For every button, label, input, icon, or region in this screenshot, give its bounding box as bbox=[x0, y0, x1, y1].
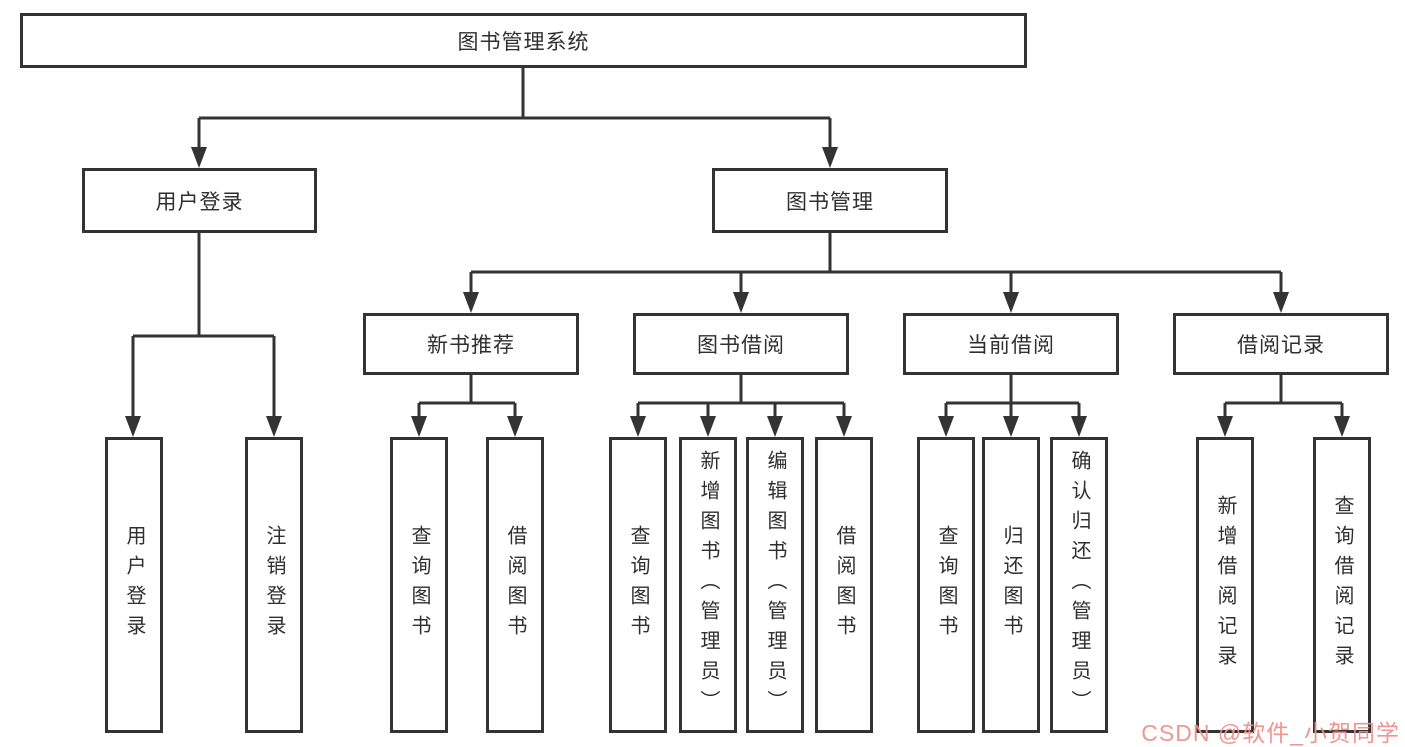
leaf-user-login: 用户登录 bbox=[105, 437, 163, 733]
node-label: 借阅记录 bbox=[1237, 334, 1325, 357]
node-user-login: 用户登录 bbox=[82, 168, 317, 233]
leaf-add-borrow-record: 新增借阅记录 bbox=[1196, 437, 1254, 733]
node-book-management: 图书管理 bbox=[712, 168, 948, 233]
node-label: 查询借阅记录 bbox=[1331, 495, 1353, 675]
node-label: 借阅图书 bbox=[504, 525, 526, 645]
node-label: 查询图书 bbox=[408, 525, 430, 645]
node-borrowing-records: 借阅记录 bbox=[1173, 313, 1389, 375]
node-label: 注销登录 bbox=[263, 525, 285, 645]
node-label: 查询图书 bbox=[627, 525, 649, 645]
leaf-confirm-return-admin: 确认归还（管理员） bbox=[1050, 437, 1108, 733]
node-label: 当前借阅 bbox=[967, 334, 1055, 357]
node-label: 新增图书（管理员） bbox=[697, 450, 719, 720]
node-library-management-system: 图书管理系统 bbox=[20, 13, 1027, 68]
leaf-query-book-borrowing: 查询图书 bbox=[609, 437, 667, 733]
node-label: 用户登录 bbox=[123, 525, 145, 645]
node-label: 归还图书 bbox=[1000, 525, 1022, 645]
node-label: 图书借阅 bbox=[697, 334, 785, 357]
node-label: 图书管理 bbox=[786, 190, 874, 214]
node-new-book-recommend: 新书推荐 bbox=[363, 313, 579, 375]
leaf-query-book-current: 查询图书 bbox=[917, 437, 975, 733]
node-label: 借阅图书 bbox=[833, 525, 855, 645]
node-label: 图书管理系统 bbox=[457, 30, 590, 54]
node-label: 新增借阅记录 bbox=[1214, 495, 1236, 675]
leaf-query-book-recommend: 查询图书 bbox=[390, 437, 448, 733]
leaf-add-book-admin: 新增图书（管理员） bbox=[679, 437, 737, 733]
arrowhead-icons bbox=[125, 147, 1350, 437]
leaf-edit-book-admin: 编辑图书（管理员） bbox=[746, 437, 804, 733]
node-label: 编辑图书（管理员） bbox=[764, 450, 786, 720]
node-label: 查询图书 bbox=[935, 525, 957, 645]
leaf-return-book: 归还图书 bbox=[982, 437, 1040, 733]
leaf-query-borrow-record: 查询借阅记录 bbox=[1313, 437, 1371, 733]
node-current-borrowing: 当前借阅 bbox=[903, 313, 1119, 375]
node-label: 新书推荐 bbox=[427, 334, 515, 357]
leaf-borrow-book-recommend: 借阅图书 bbox=[486, 437, 544, 733]
node-label: 确认归还（管理员） bbox=[1068, 450, 1090, 720]
leaf-borrow-book: 借阅图书 bbox=[815, 437, 873, 733]
csdn-watermark: CSDN @软件_小贺同学 bbox=[1141, 720, 1400, 746]
leaf-logout: 注销登录 bbox=[245, 437, 303, 733]
node-label: 用户登录 bbox=[155, 190, 244, 214]
node-book-borrowing: 图书借阅 bbox=[633, 313, 849, 375]
